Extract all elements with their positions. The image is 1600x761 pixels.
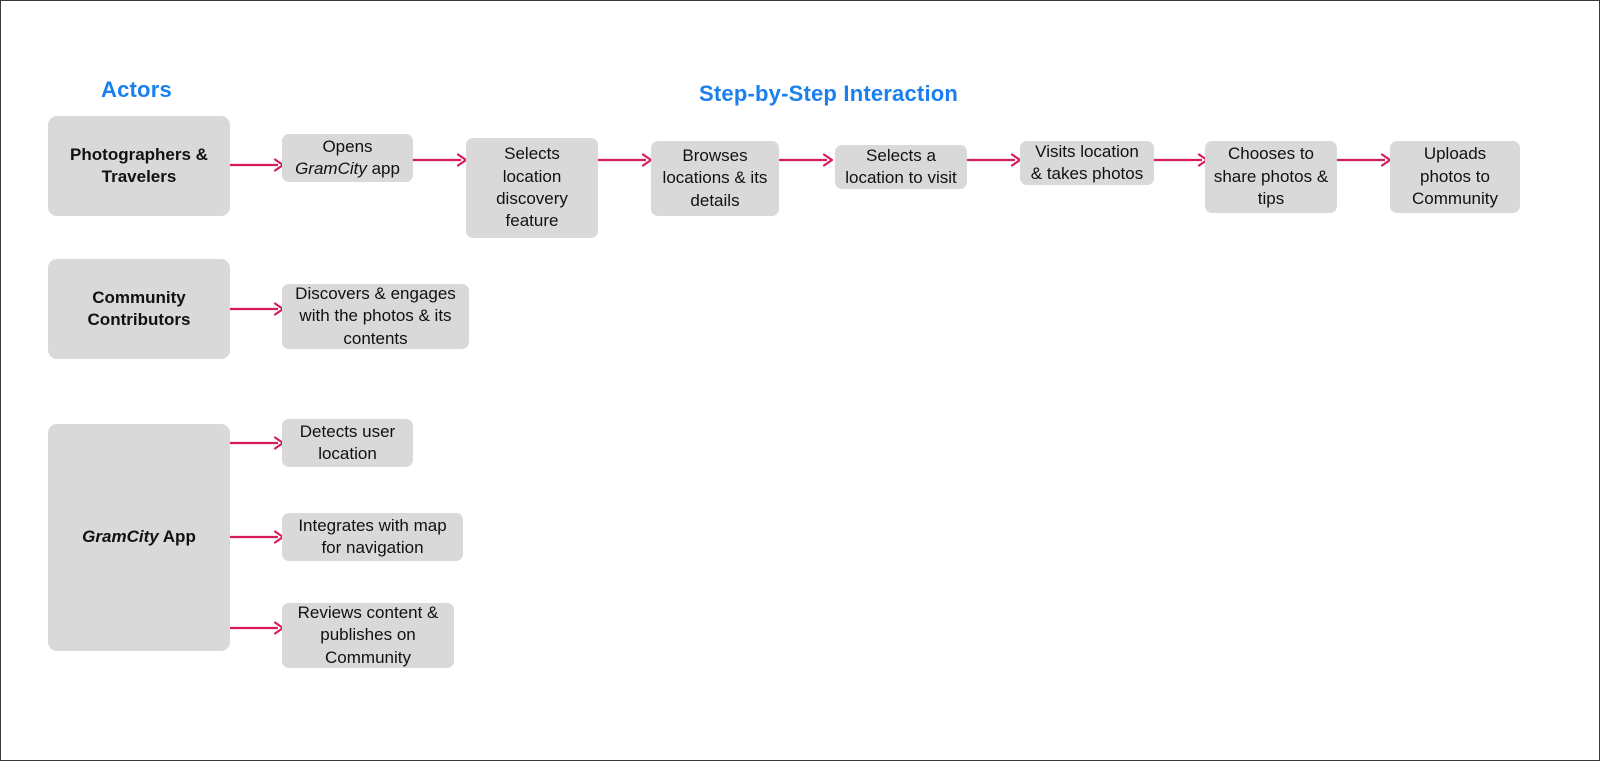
- step-selects-location-discovery[interactable]: Selects location discovery feature: [466, 138, 598, 238]
- step-integrates-with-map[interactable]: Integrates with map for navigation: [282, 513, 463, 561]
- step-uploads-photos-to-community[interactable]: Uploads photos to Community: [1390, 141, 1520, 213]
- step-reviews-content-publishes[interactable]: Reviews content & publishes on Community: [282, 603, 454, 668]
- step-browses-locations-details[interactable]: Browses locations & its details: [651, 141, 779, 216]
- arrow-community-to-discovers: [230, 302, 286, 320]
- arrow-gramcity-to-integrates-map: [230, 530, 286, 548]
- arrow-step3-to-step4: [779, 153, 835, 171]
- actor-gramcity-app[interactable]: GramCity App: [48, 424, 230, 651]
- arrow-step2-to-step3: [598, 153, 654, 171]
- actor-label: GramCity App: [82, 527, 196, 547]
- heading-actors: Actors: [101, 77, 172, 102]
- step-chooses-to-share-photos-tips[interactable]: Chooses to share photos & tips: [1205, 141, 1337, 213]
- heading-step-by-step: Step-by-Step Interaction: [699, 81, 959, 106]
- actor-photographers-travelers[interactable]: Photographers &Travelers: [48, 116, 230, 216]
- arrow-step6-to-step7: [1337, 153, 1393, 171]
- arrow-gramcity-to-detects-location: [230, 436, 286, 454]
- step-visits-location-takes-photos[interactable]: Visits location & takes photos: [1020, 141, 1154, 185]
- arrow-photographers-to-step1: [230, 158, 286, 176]
- arrow-step5-to-step6: [1154, 153, 1210, 171]
- step-selects-location-to-visit[interactable]: Selects a location to visit: [835, 145, 967, 189]
- arrow-step1-to-step2: [413, 153, 469, 171]
- step-detects-user-location[interactable]: Detects user location: [282, 419, 413, 467]
- arrow-gramcity-to-reviews-content: [230, 621, 286, 639]
- actor-label: Photographers &Travelers: [70, 144, 208, 186]
- step-discovers-engages-photos[interactable]: Discovers & engages with the photos & it…: [282, 284, 469, 349]
- arrow-step4-to-step5: [967, 153, 1023, 171]
